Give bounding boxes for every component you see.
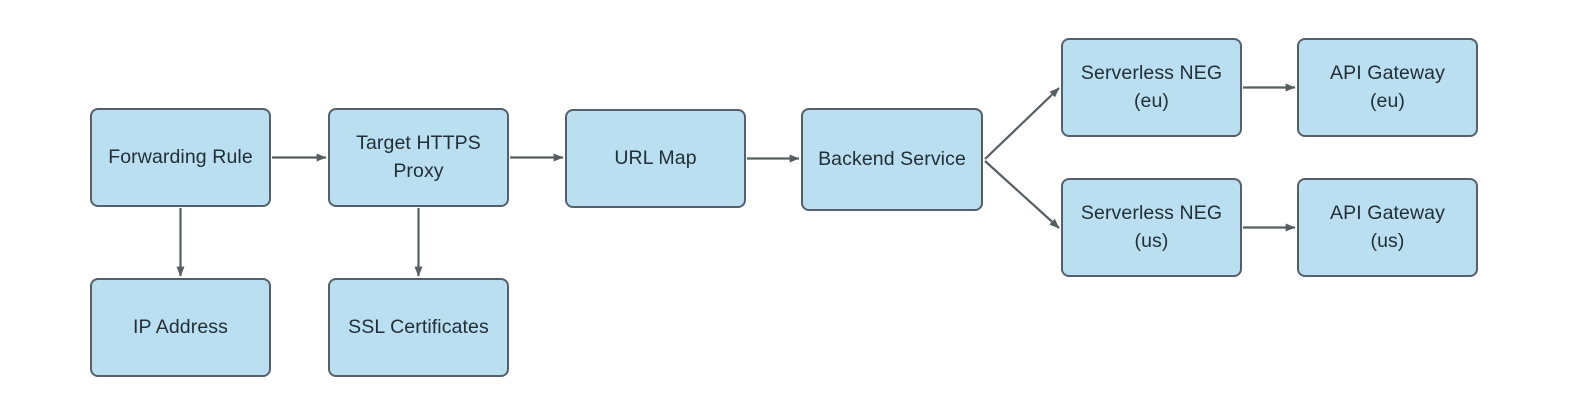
node-label: IP Address — [133, 315, 228, 338]
edge-backend-service-to-serverless-neg-us — [984, 160, 1060, 229]
node-ssl-certificates[interactable]: SSL Certificates — [328, 278, 509, 377]
node-serverless-neg-eu[interactable]: Serverless NEG (eu) — [1061, 38, 1242, 137]
node-label: URL Map — [614, 146, 697, 169]
node-url-map[interactable]: URL Map — [565, 109, 746, 208]
node-target-https-proxy[interactable]: Target HTTPS Proxy — [328, 108, 509, 207]
edge-backend-service-to-serverless-neg-eu — [984, 87, 1060, 160]
node-label: Backend Service — [818, 147, 966, 170]
node-forwarding-rule[interactable]: Forwarding Rule — [90, 108, 271, 207]
node-label: API Gateway (us) — [1330, 201, 1445, 252]
node-api-gateway-us[interactable]: API Gateway (us) — [1297, 178, 1478, 277]
node-label: Target HTTPS Proxy — [356, 131, 481, 182]
node-label: SSL Certificates — [348, 315, 489, 338]
node-ip-address[interactable]: IP Address — [90, 278, 271, 377]
node-label: API Gateway (eu) — [1330, 61, 1445, 112]
node-label: Forwarding Rule — [108, 145, 253, 168]
node-api-gateway-eu[interactable]: API Gateway (eu) — [1297, 38, 1478, 137]
node-label: Serverless NEG (us) — [1080, 201, 1223, 252]
node-backend-service[interactable]: Backend Service — [801, 108, 983, 211]
node-serverless-neg-us[interactable]: Serverless NEG (us) — [1061, 178, 1242, 277]
node-label: Serverless NEG (eu) — [1080, 61, 1223, 112]
